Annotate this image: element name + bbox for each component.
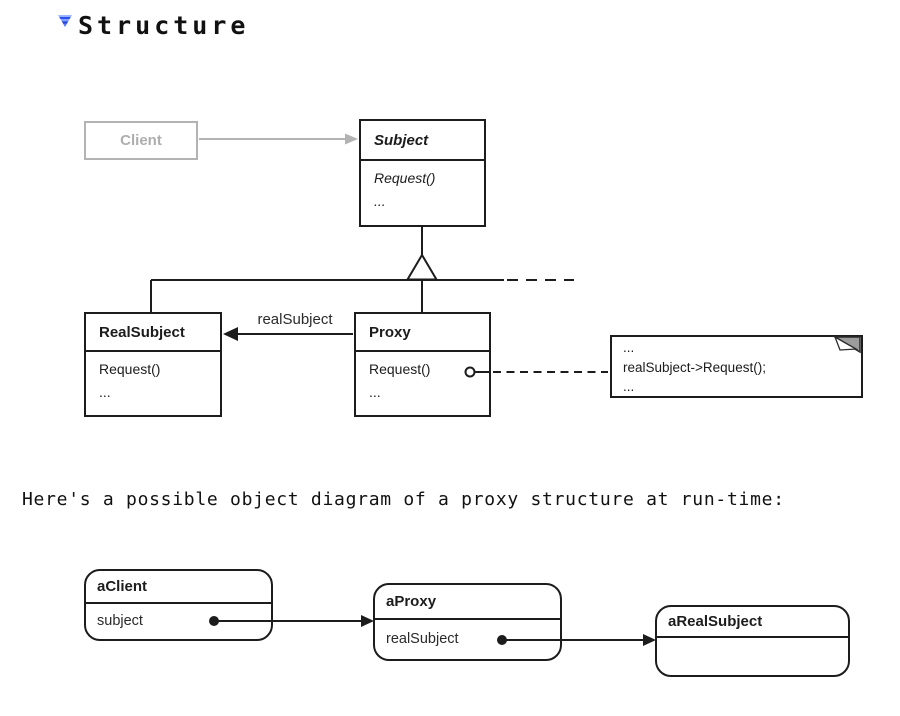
proxy-realsubject-arrowhead bbox=[223, 327, 238, 341]
aclient-field-subject: subject bbox=[97, 612, 143, 629]
aclient-object-box: aClient subject bbox=[84, 569, 273, 641]
page-title: Structure bbox=[78, 11, 250, 40]
aproxy-object-box: aProxy realSubject bbox=[373, 583, 562, 661]
arealsubject-object-box: aRealSubject bbox=[655, 605, 850, 677]
client-subject-arrowhead bbox=[345, 133, 358, 145]
realsubject-method: Request() bbox=[99, 361, 161, 377]
client-class-name: Client bbox=[120, 132, 162, 149]
aproxy-field-realsubject: realSubject bbox=[386, 630, 459, 647]
note-line-code: realSubject->Request(); bbox=[623, 359, 766, 375]
arealsubject-object-name: aRealSubject bbox=[657, 607, 848, 638]
proxy-method: Request() bbox=[369, 361, 431, 377]
realsubject-method-ellipsis: ... bbox=[99, 384, 111, 400]
proxy-method-ellipsis: ... bbox=[369, 384, 381, 400]
code-note-box: ... realSubject->Request(); ... bbox=[610, 335, 863, 398]
subject-method-ellipsis: ... bbox=[374, 193, 386, 209]
inheritance-triangle bbox=[405, 253, 439, 281]
caption-text: Here's a possible object diagram of a pr… bbox=[22, 489, 785, 510]
association-label: realSubject bbox=[257, 311, 333, 328]
subject-method: Request() bbox=[374, 170, 436, 186]
subject-class-box: Subject Request() ... bbox=[359, 119, 486, 227]
note-line-ellipsis-bottom: ... bbox=[623, 379, 635, 394]
aclient-object-name: aClient bbox=[86, 571, 271, 604]
proxy-class-box: Proxy Request() ... bbox=[354, 312, 491, 417]
note-line-ellipsis-top: ... bbox=[623, 340, 635, 355]
client-class-box: Client bbox=[84, 121, 198, 160]
section-toggle-icon[interactable] bbox=[57, 13, 73, 29]
realsubject-class-name: RealSubject bbox=[86, 314, 220, 352]
subject-class-name: Subject bbox=[361, 121, 484, 161]
aproxy-object-name: aProxy bbox=[375, 585, 560, 620]
realsubject-class-box: RealSubject Request() ... bbox=[84, 312, 222, 417]
proxy-class-name: Proxy bbox=[356, 314, 489, 352]
